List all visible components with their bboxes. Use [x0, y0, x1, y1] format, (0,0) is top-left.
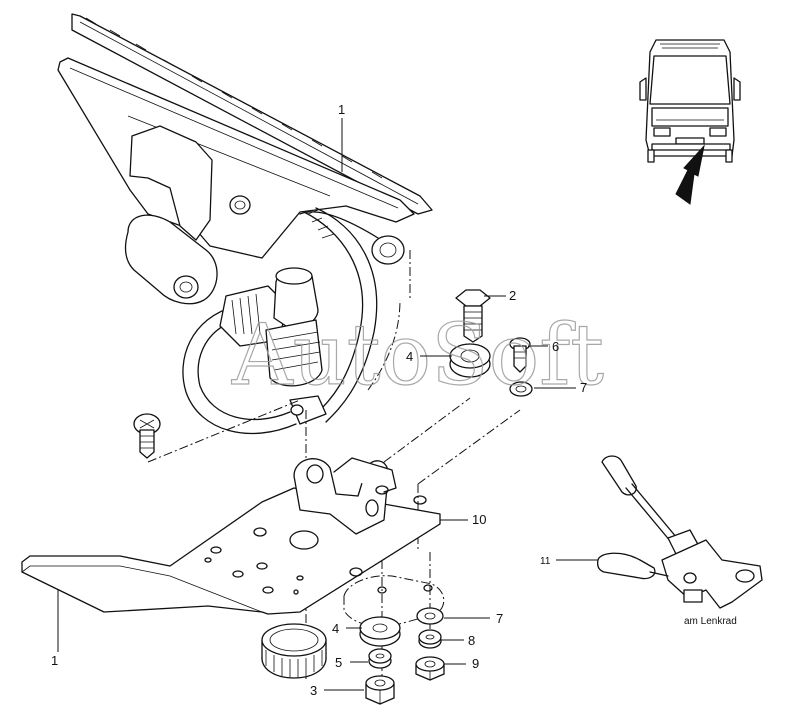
- callout-1-pedal: 1: [338, 102, 345, 117]
- callout-7-bottom: 7: [496, 611, 503, 626]
- pedal-base-plate: [21, 457, 441, 615]
- callout-2: 2: [509, 288, 516, 303]
- callout-9: 9: [472, 656, 479, 671]
- mounting-screw-left: [133, 413, 161, 459]
- bushing-4-top: [449, 343, 491, 378]
- inset-caption: am Lenkrad: [684, 616, 737, 627]
- nut-3: [365, 675, 395, 705]
- callout-4-top: 4: [406, 349, 413, 364]
- nut-9: [415, 656, 445, 681]
- washer-7-top: [509, 381, 533, 397]
- location-arrow-icon: [675, 144, 705, 205]
- callout-5: 5: [335, 655, 342, 670]
- threaded-ring-nut: [261, 623, 327, 679]
- lock-washer-5: [368, 648, 392, 669]
- callout-leaders: [57, 118, 598, 691]
- accelerator-pedal: [57, 13, 433, 305]
- washer-7-bottom: [416, 607, 444, 625]
- sensor-cable-harness: [182, 207, 378, 435]
- bus-location-inset: [639, 39, 741, 205]
- lock-washer-8: [418, 629, 442, 649]
- callout-labels: 1 2 4 6 7 10 7 4 8 5 9 3 1 11 am Lenkrad: [51, 102, 737, 698]
- lever-handle-11: [597, 552, 656, 580]
- callout-10: 10: [472, 512, 486, 527]
- callout-7-top: 7: [580, 380, 587, 395]
- callout-1-plate: 1: [51, 653, 58, 668]
- callout-3: 3: [310, 683, 317, 698]
- plate-gasket-outline: [343, 575, 445, 628]
- callout-8: 8: [468, 633, 475, 648]
- bushing-4-bottom: [359, 616, 401, 647]
- callout-4-bottom: 4: [332, 621, 339, 636]
- bolt-2: [455, 289, 491, 343]
- callout-6: 6: [552, 339, 559, 354]
- lever-knob: [601, 455, 637, 496]
- steering-column-lever-inset: [597, 455, 763, 609]
- screw-6: [509, 337, 531, 373]
- callout-11: 11: [540, 556, 551, 567]
- watermark-text: AutoSoft: [231, 306, 604, 404]
